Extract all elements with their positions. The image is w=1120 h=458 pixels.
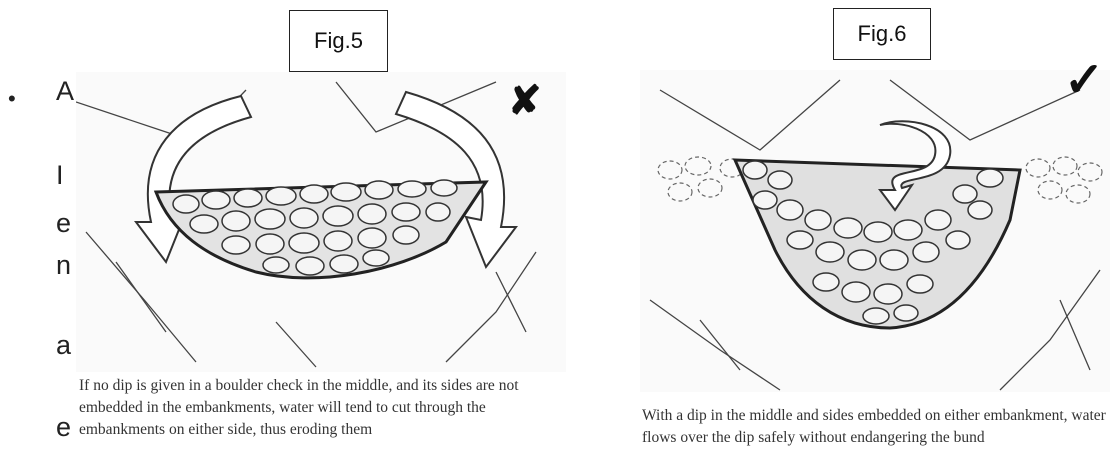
fig6-sketch xyxy=(640,70,1110,392)
bg-text-char: I xyxy=(56,160,64,191)
fig6-panel: ✓ xyxy=(640,70,1110,392)
fig5-sketch xyxy=(76,72,566,372)
fig5-panel: ✘ xyxy=(76,72,566,372)
cross-icon: ✘ xyxy=(508,78,542,124)
bg-text-char: e xyxy=(56,412,71,443)
bullet-icon: • xyxy=(8,86,16,112)
bg-text-char: n xyxy=(56,250,71,281)
bg-text-char: a xyxy=(56,330,71,361)
fig6-label: Fig.6 xyxy=(833,8,931,60)
bg-text-char: e xyxy=(56,208,71,239)
bg-text-char: A xyxy=(56,76,74,107)
fig5-label: Fig.5 xyxy=(289,10,388,72)
fig6-caption: With a dip in the middle and sides embed… xyxy=(642,405,1112,449)
fig5-caption: If no dip is given in a boulder check in… xyxy=(79,375,564,441)
check-icon: ✓ xyxy=(1064,52,1104,108)
